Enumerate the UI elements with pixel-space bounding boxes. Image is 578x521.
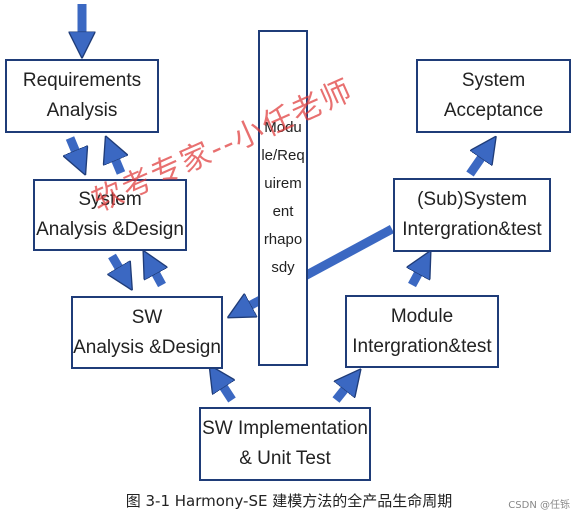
arrow-subsys-to-acceptance bbox=[466, 148, 488, 177]
requirements-analysis-box: Requirements Analysis bbox=[5, 59, 159, 133]
module-requirement-line-2: le/Req bbox=[261, 147, 305, 164]
system-acceptance-line-1: System bbox=[461, 70, 526, 91]
system-analysis-design-box: System Analysis &Design bbox=[33, 179, 187, 251]
sw-analysis-design-line-2: Analysis &Design bbox=[73, 336, 221, 358]
arrow-impl-to-swad bbox=[217, 377, 236, 403]
subsystem-integration-box: (Sub)System Intergration&test bbox=[393, 178, 551, 252]
module-integration-line-2: Intergration&test bbox=[352, 335, 492, 357]
arrow-impl-to-module bbox=[332, 380, 352, 403]
requirements-analysis-line-2: Analysis bbox=[46, 100, 118, 121]
sw-implementation-line-1: SW Implementation bbox=[202, 418, 368, 439]
sw-analysis-design-box: SW Analysis &Design bbox=[71, 296, 223, 369]
subsystem-integration-line-2: Intergration&test bbox=[402, 219, 542, 240]
module-integration-line-1: Module bbox=[390, 305, 454, 327]
module-requirement-rhapsody-box: Modu le/Req uirem ent rhapo sdy bbox=[258, 30, 308, 366]
subsystem-integration-line-1: (Sub)System bbox=[417, 189, 527, 210]
module-requirement-line-5: rhapo bbox=[263, 231, 303, 248]
module-requirement-line-1: Modu bbox=[264, 119, 302, 136]
source-credit: CSDN @任铄 bbox=[508, 500, 570, 511]
figure-caption: 图 3-1 Harmony-SE 建模方法的全产品生命周期 bbox=[125, 492, 453, 510]
system-acceptance-box: System Acceptance bbox=[416, 59, 571, 133]
system-analysis-design-line-2: Analysis &Design bbox=[36, 219, 184, 240]
system-acceptance-line-2: Acceptance bbox=[443, 100, 544, 121]
module-requirement-line-6: sdy bbox=[271, 259, 295, 276]
system-analysis-design-line-1: System bbox=[78, 189, 142, 210]
sw-implementation-line-2: & Unit Test bbox=[239, 448, 331, 469]
arrow-req-to-sysad bbox=[70, 136, 80, 162]
sw-implementation-box: SW Implementation & Unit Test bbox=[199, 407, 371, 481]
arrow-swad-to-sysad bbox=[150, 263, 162, 288]
requirements-analysis-line-1: Requirements bbox=[22, 70, 142, 91]
arrow-sysad-to-swad bbox=[112, 253, 125, 278]
module-requirement-line-4: ent bbox=[272, 203, 294, 220]
module-integration-box: Module Intergration&test bbox=[345, 295, 499, 368]
arrow-sysad-to-req bbox=[111, 149, 121, 175]
sw-analysis-design-line-1: SW bbox=[131, 306, 163, 328]
module-requirement-line-3: uirem bbox=[264, 175, 302, 192]
arrow-module-to-subsys bbox=[412, 263, 424, 288]
